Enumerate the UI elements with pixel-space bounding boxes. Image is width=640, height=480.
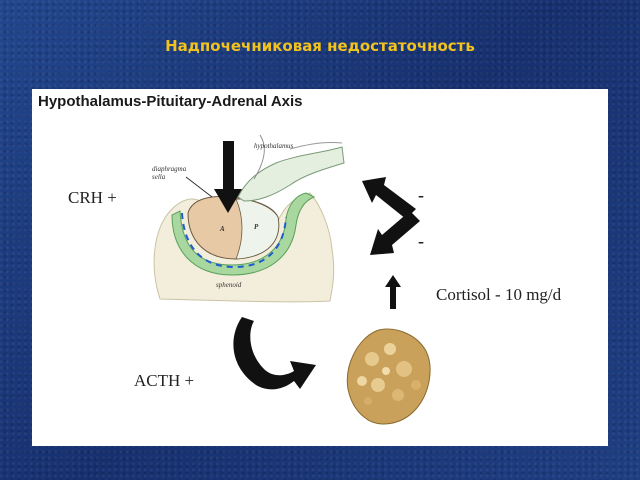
hypothalamus-shape bbox=[237, 146, 345, 202]
hypothalamus-curve bbox=[253, 134, 265, 180]
pituitary-illustration: diaphragma sella hypothalamus A P spheno… bbox=[152, 134, 345, 303]
feedback-up-arrow bbox=[362, 177, 416, 219]
acth-label: ACTH + bbox=[134, 371, 195, 390]
hpa-diagram: diaphragma sella hypothalamus A P spheno… bbox=[152, 134, 431, 425]
panel-title: Hypothalamus-Pituitary-Adrenal Axis bbox=[38, 93, 303, 110]
cortisol-up-arrow bbox=[385, 275, 401, 309]
hypothalamus-curve-2 bbox=[289, 142, 343, 150]
anterior-label: A bbox=[219, 225, 225, 233]
feedback-arrows bbox=[362, 177, 420, 255]
sella-label: sella bbox=[152, 173, 166, 181]
minus-bottom: - bbox=[418, 231, 424, 251]
crh-down-arrow bbox=[214, 141, 242, 213]
adrenal-gland bbox=[346, 328, 431, 425]
hypothalamus-label: hypothalamus bbox=[254, 142, 294, 150]
sella-wall bbox=[171, 192, 316, 276]
acth-curved-arrow bbox=[233, 317, 316, 390]
dura-membrane bbox=[181, 212, 287, 269]
cortisol-label: Cortisol - 10 mg/d bbox=[436, 285, 562, 304]
crh-label: CRH + bbox=[68, 188, 117, 207]
posterior-label: P bbox=[254, 223, 259, 231]
minus-top: - bbox=[418, 185, 424, 205]
diaphragma-label: diaphragma bbox=[152, 165, 187, 173]
feedback-down-arrow bbox=[370, 211, 420, 255]
posterior-lobe bbox=[235, 198, 280, 260]
slide-title: Надпочечниковая недостаточность bbox=[165, 37, 475, 55]
diagram-panel: Hypothalamus-Pituitary-Adrenal Axis diap… bbox=[32, 89, 608, 446]
sphenoid-label: sphenoid bbox=[216, 281, 242, 289]
